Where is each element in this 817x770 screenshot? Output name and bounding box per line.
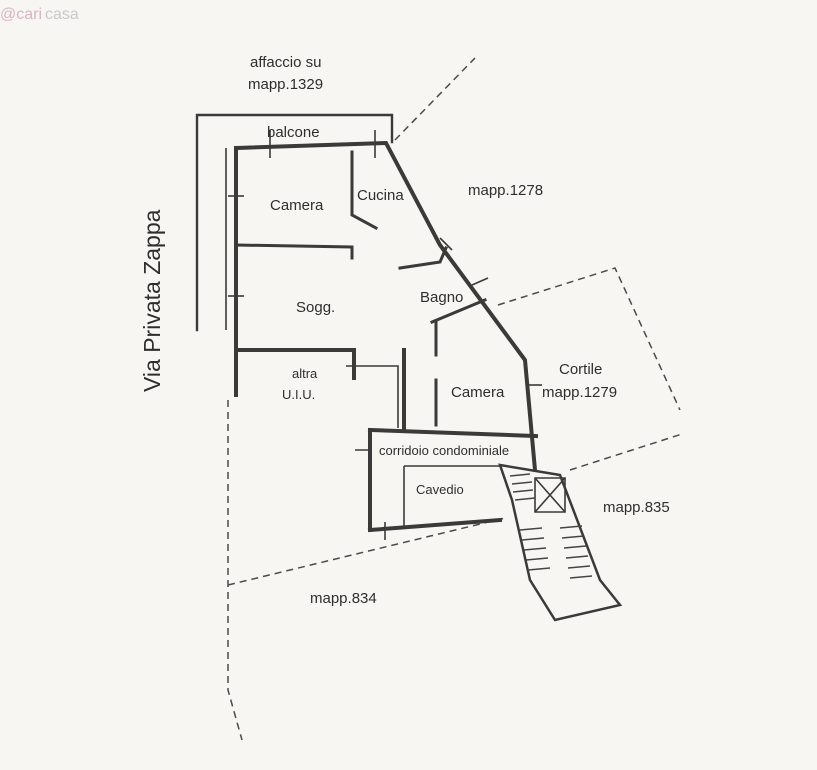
stair-landing-cross <box>534 477 566 513</box>
label-camera-bottom: Camera <box>451 384 505 401</box>
wall-altra-uiu <box>234 348 356 380</box>
wall-north-east <box>233 140 538 473</box>
label-cortile-line2: mapp.1279 <box>542 384 617 401</box>
label-altra-line1: altra <box>292 366 318 381</box>
label-mapp-1278: mapp.1278 <box>468 182 543 199</box>
wall-corridor-north <box>367 427 539 439</box>
label-mapp-834: mapp.834 <box>310 590 377 607</box>
boundary-mapp-835 <box>569 433 683 471</box>
label-altra-line2: U.I.U. <box>282 387 315 402</box>
label-cucina: Cucina <box>357 187 404 204</box>
stairwell-outline <box>498 463 623 622</box>
corridor-block <box>367 427 539 533</box>
wall-corridor-south <box>367 517 503 533</box>
interior-partitions <box>234 150 487 427</box>
label-corridoio: corridoio condominiale <box>379 443 509 458</box>
stair-treads <box>509 473 593 579</box>
boundary-street-edge <box>227 400 243 741</box>
label-camera-top: Camera <box>270 197 324 214</box>
label-bagno: Bagno <box>420 289 463 306</box>
label-street: Via Privata Zappa <box>139 209 165 392</box>
room-labels: affaccio su mapp.1329 balcone Camera Cuc… <box>139 54 670 607</box>
exterior-walls <box>225 140 538 473</box>
wall-bagno-top <box>398 246 448 270</box>
label-soggiorno: Sogg. <box>296 299 335 316</box>
stairwell <box>498 463 623 622</box>
label-cavedio: Cavedio <box>416 482 464 497</box>
wall-bagno-bottom <box>430 298 487 324</box>
boundary-mapp-834-left <box>227 517 506 586</box>
label-mapp-835: mapp.835 <box>603 499 670 516</box>
watermark-prefix: @cari <box>0 6 42 23</box>
wall-camera-sogg <box>234 243 354 260</box>
wall-cucina <box>350 150 379 231</box>
wall-altra-inner <box>346 365 399 428</box>
watermark-suffix: casa <box>45 6 79 23</box>
label-cortile-line1: Cortile <box>559 361 602 378</box>
boundary-cortile <box>497 267 681 411</box>
property-boundaries <box>227 57 683 741</box>
boundary-mapp-1329 <box>394 57 476 141</box>
caricasa-watermark-logo: @cari casa <box>0 6 79 23</box>
wall-ticks <box>228 130 542 540</box>
label-affaccio-line2: mapp.1329 <box>248 76 323 93</box>
balcony-outline <box>195 113 394 332</box>
label-affaccio-line1: affaccio su <box>250 54 321 71</box>
label-balcone: balcone <box>267 124 320 141</box>
